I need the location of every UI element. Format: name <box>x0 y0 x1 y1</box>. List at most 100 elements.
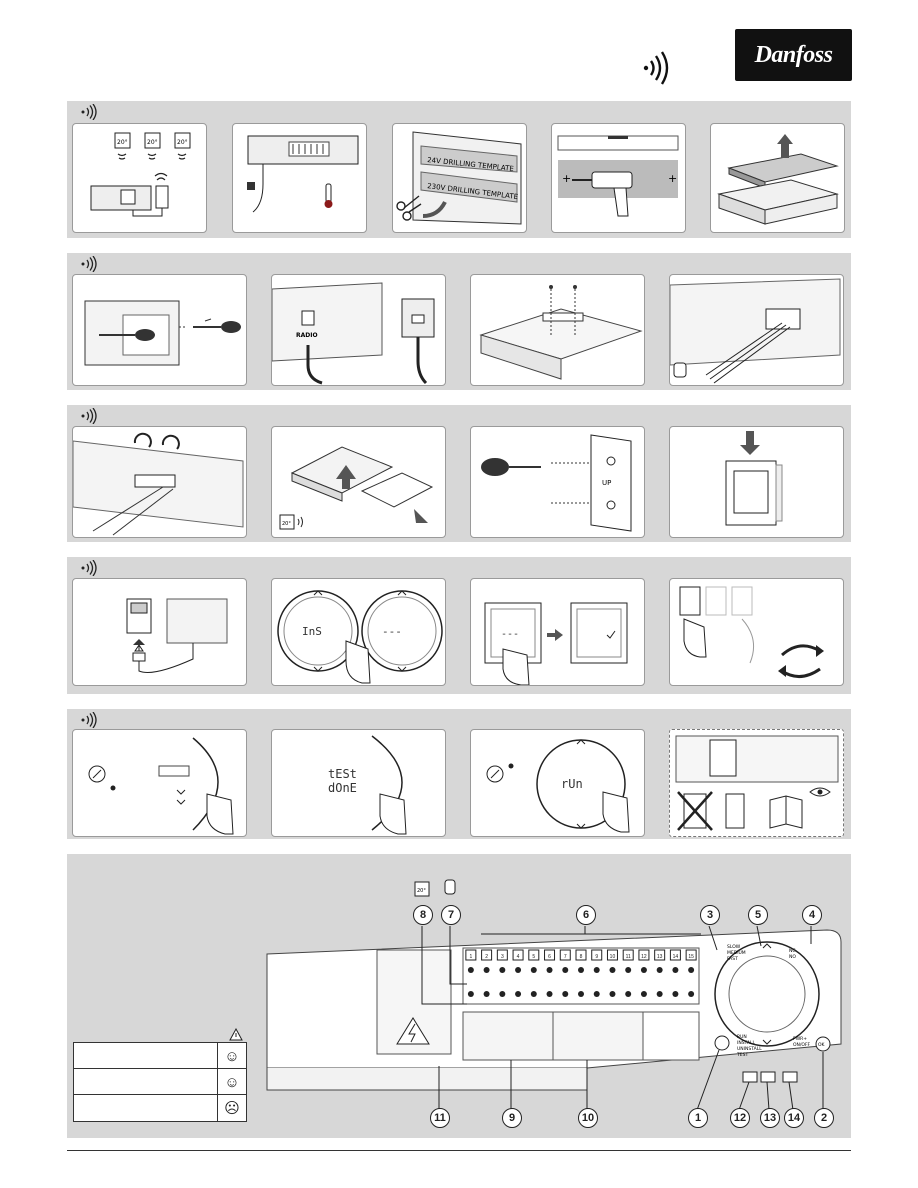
terminal-screw <box>656 991 663 997</box>
channel-led <box>465 949 477 961</box>
terminal-screw <box>483 991 490 997</box>
hand-icon <box>602 791 630 833</box>
callout-14: 14 <box>784 1108 804 1128</box>
step-panel-mount-screws <box>72 274 247 386</box>
step-section-3: 20° UP <box>67 405 851 542</box>
terminal-screw <box>593 967 600 973</box>
terminal-screw <box>609 967 616 973</box>
lcd-install: InS <box>302 625 322 638</box>
channel-led <box>591 949 603 961</box>
channel-label: 8 <box>580 954 583 960</box>
wifi-icon <box>79 711 101 733</box>
terminal-screw <box>562 967 569 973</box>
scissors-icon <box>396 195 422 221</box>
callout-3: 3 <box>700 905 720 925</box>
step-section-4: InS --- --- <box>67 557 851 694</box>
ok-label: OK <box>818 1042 826 1048</box>
up-label: UP <box>602 479 611 487</box>
terminal-screw <box>530 967 537 973</box>
terminal-screw <box>467 967 474 973</box>
callout-6: 6 <box>576 905 596 925</box>
channel-led <box>544 949 556 961</box>
step-section-2: RADIO <box>67 253 851 390</box>
channel-led <box>669 949 681 961</box>
terminal-screw <box>530 991 537 997</box>
channel-label: 2 <box>485 954 488 960</box>
callout-12: 12 <box>730 1108 750 1128</box>
terminal-screw <box>672 991 679 997</box>
onoff-label: ON/OFF <box>793 1042 811 1048</box>
terminal-screw <box>640 991 647 997</box>
thermostat-display: 20° <box>282 521 291 527</box>
terminal-screw <box>578 991 584 997</box>
wifi-icon <box>79 103 101 125</box>
lcd-done: dOnE <box>328 781 357 795</box>
legend-actuator-icon <box>444 879 456 895</box>
channel-label: 15 <box>688 954 694 960</box>
channel-label: 13 <box>657 954 663 960</box>
mode-label-run: RUN <box>737 1034 747 1040</box>
step-panel-wall-plate: UP <box>470 426 645 538</box>
step-panel-strain-relief <box>470 274 645 386</box>
channel-label: 12 <box>641 954 647 960</box>
cycle-icon <box>781 644 821 678</box>
brand-name: Danfoss <box>754 41 833 68</box>
speed-label-slow: SLOW <box>727 944 741 950</box>
channel-led <box>685 949 697 961</box>
speed-label-fast: FAST <box>727 956 738 962</box>
terminal-screw <box>672 967 679 973</box>
step-section-5: tESt dOnE rUn <box>67 709 851 839</box>
terminal-screw <box>593 991 600 997</box>
step-panel-sensor-wiring <box>669 274 844 386</box>
svg-text:+: + <box>668 172 677 185</box>
step-panel-install-mode: InS --- <box>271 578 446 686</box>
step-panel-confirm: --- <box>470 578 645 686</box>
hand-icon <box>206 793 234 835</box>
callout-7: 7 <box>441 905 461 925</box>
high-voltage-icon <box>396 1017 430 1045</box>
drill-icon <box>572 171 633 217</box>
terminal-screw <box>515 991 522 997</box>
step-panel-drilling-template: 24V DRILLING TEMPLATE 230V DRILLING TEMP… <box>392 123 527 233</box>
wrench-button-icon <box>88 765 106 783</box>
wifi-icon <box>79 559 101 581</box>
screwdriver-icon <box>481 458 541 476</box>
step-panel-open-thermostat: 20° <box>271 426 446 538</box>
channel-led <box>528 949 540 961</box>
channel-led <box>606 949 618 961</box>
channel-label: 7 <box>564 954 567 960</box>
channel-label: 9 <box>595 954 598 960</box>
terminal-screw <box>609 991 616 997</box>
screwdriver-icon <box>99 329 155 341</box>
callout-5: 5 <box>748 905 768 925</box>
mode-label-test: TEST <box>736 1052 748 1058</box>
no-cover-icon <box>677 791 713 831</box>
svg-text:+: + <box>562 172 571 185</box>
pwr-label: PWR+ <box>793 1036 807 1042</box>
thermostat-icon: 20° 20° 20° <box>114 132 191 149</box>
terminal-screw <box>546 991 553 997</box>
hand-icon <box>683 618 707 658</box>
terminal-screw <box>562 991 569 997</box>
plug-icon <box>252 164 264 213</box>
step-section-1: 20° 20° 20° <box>67 101 851 238</box>
terminal-screw <box>625 967 632 973</box>
happy-face-icon: ☺ <box>217 1069 246 1095</box>
channel-label: 14 <box>673 954 679 960</box>
step-panel-system-overview: 20° 20° 20° <box>72 123 207 233</box>
step-panel-repeat-pairing <box>669 578 844 686</box>
callout-10: 10 <box>578 1108 598 1128</box>
callout-4: 4 <box>802 905 822 925</box>
terminal-screw <box>656 967 663 973</box>
status-row-3: ☹ <box>73 1094 247 1122</box>
channel-label: 3 <box>501 954 504 960</box>
channel-label: 4 <box>517 954 520 960</box>
step-panel-close-and-manual <box>669 729 844 837</box>
hand-icon <box>345 640 371 684</box>
callout-9: 9 <box>502 1108 522 1128</box>
wifi-icon <box>79 407 101 429</box>
terminal-screw <box>688 967 695 973</box>
speed-label-medium: MEDIUM <box>727 950 746 956</box>
step-panel-drilling: + + <box>551 123 686 233</box>
